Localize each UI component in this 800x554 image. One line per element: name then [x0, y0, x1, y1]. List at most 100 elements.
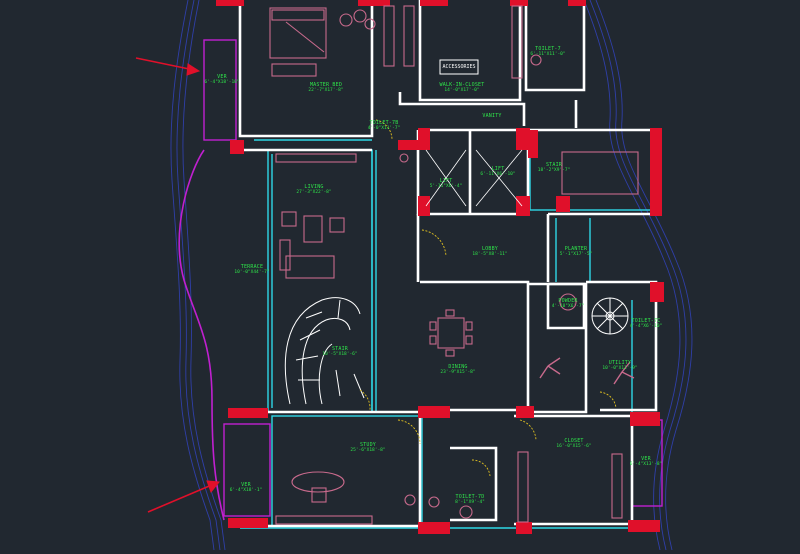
room-dims: 25'-6"X18'-8"	[350, 448, 386, 453]
room-name: WALK-IN-CLOSET	[439, 82, 485, 88]
closet-rack-2	[611, 453, 623, 519]
column-17	[630, 412, 660, 426]
closet-shelf-2	[403, 5, 415, 67]
dining-chair-3	[465, 321, 473, 331]
room-name: DINING	[448, 364, 468, 370]
coffee-table	[303, 215, 323, 243]
column-3	[420, 0, 448, 6]
room-dims: 6'-4"X18'-1"	[229, 488, 263, 493]
room-name: STAIR	[545, 162, 563, 168]
washbasin-2	[404, 494, 416, 506]
room-name: LOBBY	[481, 246, 499, 252]
room-dims: 14'-0"X17'-0"	[444, 88, 480, 93]
ceiling-fans	[539, 357, 635, 385]
column-4	[510, 0, 528, 6]
wall-dining	[420, 280, 530, 412]
door-vanity	[375, 119, 393, 141]
dining-table	[437, 317, 465, 349]
study-shelf	[275, 515, 373, 525]
room-name: TOILET-7B	[369, 120, 399, 126]
armchair-3	[364, 18, 376, 30]
arrow-top-left	[135, 57, 195, 71]
column-11	[516, 196, 530, 216]
column-20	[516, 522, 532, 534]
accessories-label: ACCESSORIES	[442, 64, 476, 70]
arrow-bottom-left-head	[206, 480, 220, 494]
dining-chair-6	[445, 349, 455, 357]
column-23	[398, 140, 418, 150]
room-label-vanity: VANITY	[482, 113, 501, 119]
wall-vanity	[398, 92, 526, 126]
planter-pot	[559, 293, 577, 311]
room-name: CLOSET	[564, 438, 584, 444]
room-name: UTILITY	[608, 360, 632, 366]
door-closet	[519, 419, 537, 441]
room-name: LIFT	[439, 178, 453, 184]
wall-powder	[546, 282, 586, 330]
armchair-2	[353, 9, 367, 23]
verandah-bottom-left-outline	[223, 423, 271, 517]
closet-rack-1	[517, 451, 529, 523]
study-chair	[311, 487, 327, 503]
sofa-short	[279, 239, 291, 271]
spiral-stair-right	[591, 297, 629, 335]
column-10	[418, 196, 430, 216]
column-12	[528, 130, 538, 158]
stair-treads	[561, 151, 639, 195]
room-name: LIVING	[304, 184, 324, 190]
room-name: VER	[241, 482, 251, 488]
contour-right-3	[595, 0, 693, 551]
room-name: PLANTER	[564, 246, 588, 252]
columns	[216, 0, 664, 534]
column-19	[418, 522, 450, 534]
room-dims: 18'-2"X9'-7"	[537, 168, 571, 173]
room-dims: 8'-1"X9'-4"	[455, 500, 485, 505]
toilet-seat-2	[399, 153, 409, 163]
room-dims: 6'-11"X6'-10"	[480, 172, 516, 177]
wall-closet-bottom	[514, 414, 634, 526]
arrow-bottom-left	[147, 483, 215, 513]
doors	[359, 119, 617, 477]
room-dims: 4'-10"X6'-7"	[551, 304, 585, 309]
room-name: MASTER BED	[309, 82, 343, 88]
room-name: VER	[217, 74, 227, 80]
door-stair	[599, 391, 617, 409]
armchair-1	[339, 13, 353, 27]
room-name: VER	[641, 456, 651, 462]
wall-stair-right	[586, 280, 658, 412]
armchair-living-2	[329, 217, 345, 233]
room-dims: 10'-5"X18'-6"	[322, 352, 358, 357]
tv-console	[275, 153, 357, 163]
room-dims: 22'-7"X17'-8"	[308, 88, 344, 93]
master-bed-fold	[285, 21, 325, 53]
room-name: POWDER	[558, 298, 578, 304]
column-14	[228, 408, 268, 418]
plot-boundary-curve	[178, 149, 225, 521]
closet-shelf-3	[511, 5, 523, 79]
dining-chair-4	[465, 335, 473, 345]
room-name: LIFT	[491, 166, 505, 172]
column-1	[216, 0, 244, 6]
wall-study	[236, 410, 422, 528]
washbasin-1	[428, 496, 440, 508]
wall-toilet-top	[524, 0, 586, 92]
study-desk	[291, 471, 345, 493]
room-name: TOILET-7C	[631, 318, 661, 324]
room-dims: 16'-0"X15'-6"	[556, 444, 592, 449]
room-name: TOILET-7	[535, 46, 561, 52]
lift-cars	[425, 149, 523, 207]
